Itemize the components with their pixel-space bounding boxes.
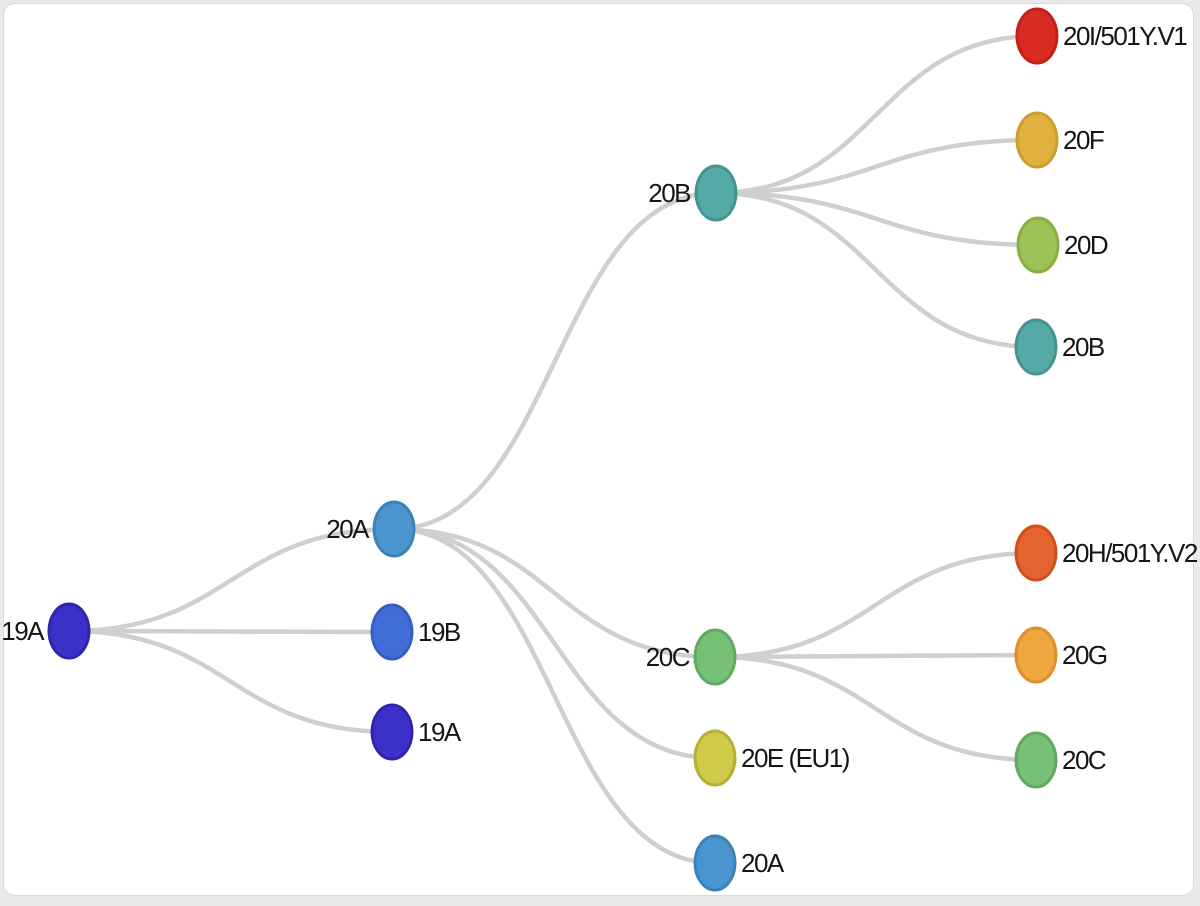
clade-node-19B[interactable]: [370, 603, 414, 661]
tree-edge-20B-20D: [713, 190, 1041, 248]
figure-card: [3, 3, 1194, 896]
clade-label-20F: 20F: [1063, 125, 1104, 155]
clade-node-20A[interactable]: [372, 500, 416, 558]
edges-layer: [66, 33, 1041, 866]
tree-edge-20A-20C: [391, 526, 718, 660]
clade-label-20E: 20E (EU1): [741, 743, 850, 773]
clade-node-20F[interactable]: [1015, 111, 1059, 169]
clade-node-20B-leaf[interactable]: [1014, 318, 1058, 376]
tree-edge-20C-20C-leaf: [712, 654, 1039, 763]
clade-label-root-19A: 19A: [1, 616, 45, 646]
clade-label-19B: 19B: [418, 617, 460, 647]
tree-edge-20C-20G: [712, 652, 1039, 660]
clade-node-20G[interactable]: [1014, 626, 1058, 684]
clade-label-20G: 20G: [1062, 640, 1107, 670]
clade-node-root-19A[interactable]: [47, 602, 91, 660]
clade-node-20C-leaf[interactable]: [1014, 731, 1058, 789]
tree-edge-20B-20B-leaf: [713, 190, 1039, 350]
tree-edge-20A-20E: [391, 526, 718, 761]
clade-node-20I[interactable]: [1015, 7, 1059, 65]
clade-node-20H[interactable]: [1014, 524, 1058, 582]
tree-edge-20A-20B: [391, 190, 719, 532]
clade-node-20D[interactable]: [1016, 216, 1060, 274]
clade-label-20C: 20C: [646, 642, 690, 672]
tree-edge-root-19A-20A: [66, 526, 397, 634]
tree-edge-20B-20F: [713, 137, 1040, 196]
clade-label-20D: 20D: [1064, 230, 1108, 260]
clade-node-20C[interactable]: [693, 628, 737, 686]
clade-label-20B: 20B: [648, 178, 690, 208]
clade-label-20H: 20H/501Y.V2: [1062, 538, 1198, 568]
clade-label-20B-leaf: 20B: [1062, 332, 1104, 362]
clade-node-19A[interactable]: [370, 703, 414, 761]
tree-edge-20A-20A-leaf: [391, 526, 718, 866]
clade-label-19A: 19A: [418, 717, 462, 747]
tree-edge-root-19A-19A: [66, 628, 395, 735]
labels-layer: 19A 20A 19B 19A 20B 20C 20E (EU1) 20A 20I/501Y.V…: [1, 21, 1199, 878]
clade-node-20E[interactable]: [693, 729, 737, 787]
clade-label-20I: 20I/501Y.V1: [1063, 21, 1187, 51]
nodes-layer: [47, 7, 1060, 892]
tree-edge-root-19A-19B: [66, 628, 395, 635]
tree-edge-20C-20H: [712, 550, 1039, 660]
clade-node-20B[interactable]: [694, 164, 738, 222]
clade-node-20A-leaf[interactable]: [693, 834, 737, 892]
tree-edge-20B-20I: [713, 33, 1040, 196]
clade-label-20A-leaf: 20A: [741, 848, 785, 878]
clade-label-20A: 20A: [326, 514, 370, 544]
clade-label-20C-leaf: 20C: [1062, 745, 1106, 775]
